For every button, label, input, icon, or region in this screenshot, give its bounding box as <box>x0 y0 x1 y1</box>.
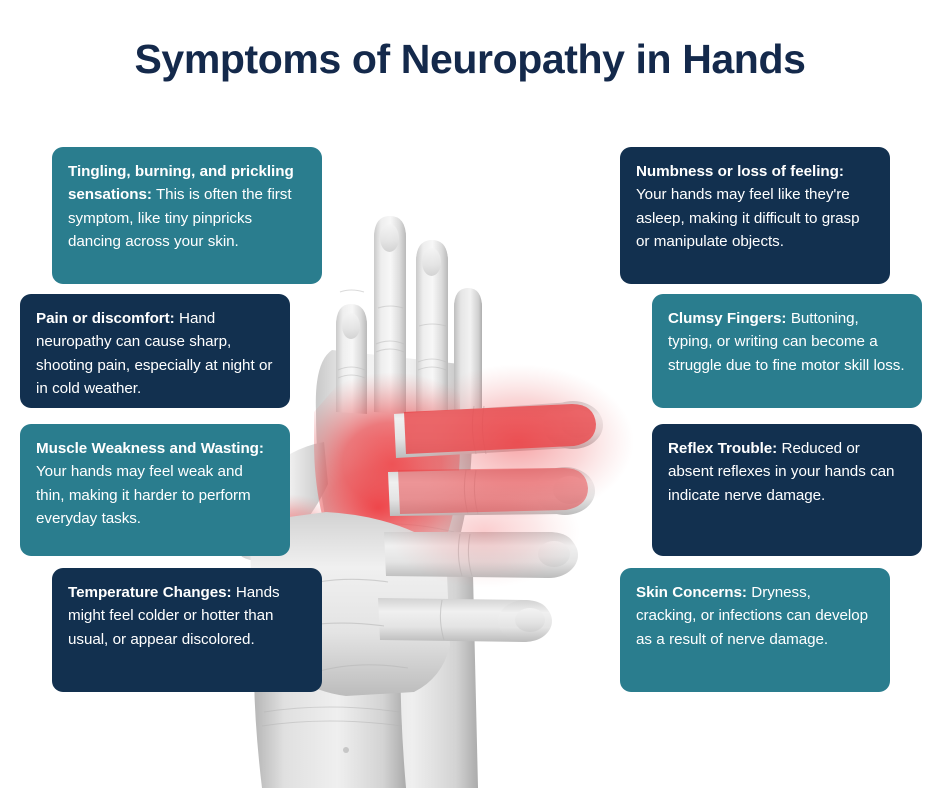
symptom-lead-skin-concerns: Skin Concerns: <box>636 584 747 601</box>
symptom-card-skin-concerns: Skin Concerns: Dryness, cracking, or inf… <box>620 568 890 692</box>
symptom-body-numbness: Your hands may feel like they're asleep,… <box>636 186 860 251</box>
symptom-card-pain: Pain or discomfort: Hand neuropathy can … <box>20 294 290 408</box>
symptom-body-skin-concerns: Dryness, cracking, or infections can dev… <box>636 584 869 648</box>
symptom-lead-muscle-weakness: Muscle Weakness and Wasting: <box>36 440 264 457</box>
symptom-lead-pain: Pain or discomfort: <box>36 310 175 327</box>
symptom-card-temperature-changes: Temperature Changes: Hands might feel co… <box>52 568 322 692</box>
symptom-card-tingling: Tingling, burning, and prickling sensati… <box>52 147 322 284</box>
hands-illustration <box>228 112 698 788</box>
symptom-lead-clumsy-fingers: Clumsy Fingers: <box>668 310 787 327</box>
symptom-body-tingling: This is often the first symptom, like ti… <box>68 186 292 251</box>
symptom-lead-reflex-trouble: Reflex Trouble: <box>668 440 778 457</box>
symptom-lead-numbness: Numbness or loss of feeling: <box>636 163 844 180</box>
symptom-card-numbness: Numbness or loss of feeling: Your hands … <box>620 147 890 284</box>
symptom-body-muscle-weakness: Your hands may feel weak and thin, makin… <box>36 463 251 528</box>
symptom-body-reflex-trouble: Reduced or absent reflexes in your hands… <box>668 440 895 504</box>
symptom-card-muscle-weakness: Muscle Weakness and Wasting: Your hands … <box>20 424 290 556</box>
symptom-body-clumsy-fingers: Buttoning, typing, or writing can become… <box>668 310 905 374</box>
symptom-card-reflex-trouble: Reflex Trouble: Reduced or absent reflex… <box>652 424 922 556</box>
symptom-card-clumsy-fingers: Clumsy Fingers: Buttoning, typing, or wr… <box>652 294 922 408</box>
page-title: Symptoms of Neuropathy in Hands <box>134 36 806 82</box>
symptom-body-pain: Hand neuropathy can cause sharp, shootin… <box>36 310 273 398</box>
symptom-body-temperature-changes: Hands might feel colder or hotter than u… <box>68 584 280 648</box>
symptom-lead-tingling: Tingling, burning, and prickling sensati… <box>68 163 294 204</box>
symptom-lead-temperature-changes: Temperature Changes: <box>68 584 232 601</box>
